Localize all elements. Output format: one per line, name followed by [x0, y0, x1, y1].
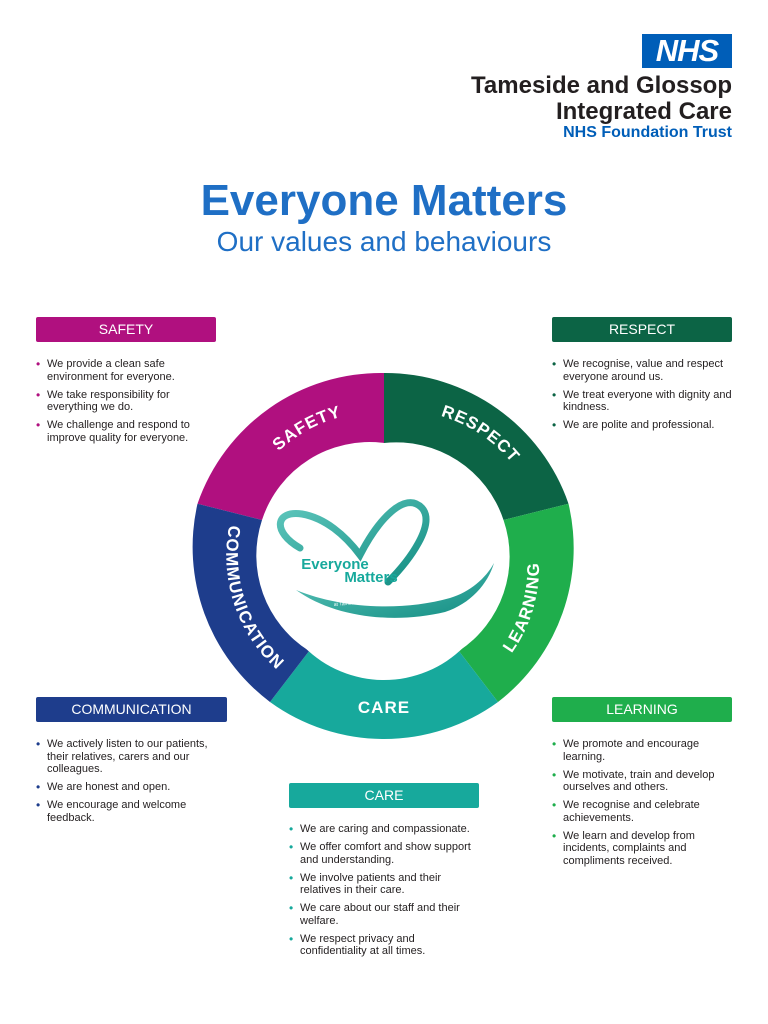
- communication-header: COMMUNICATION: [36, 697, 227, 722]
- page-title: Everyone Matters: [200, 176, 568, 225]
- safety-header: SAFETY: [36, 317, 216, 342]
- list-item: We are honest and open.: [36, 781, 231, 794]
- wheel-segment-safety: [197, 372, 384, 520]
- wheel-segment-communication: [192, 503, 310, 702]
- organisation-name-line2: Integrated Care: [555, 98, 732, 125]
- ribbon-tail-icon: [296, 563, 494, 618]
- wheel-center: [271, 454, 497, 680]
- list-item: We offer comfort and show support and un…: [289, 841, 479, 866]
- everyone-matters-logo: Everyone Matters at Tameside Hospital: [276, 499, 494, 618]
- organisation-name-line1: Tameside and Glossop: [471, 72, 732, 99]
- list-item: We are caring and compassionate.: [289, 823, 479, 836]
- wheel-label-care: CARE: [358, 698, 410, 717]
- list-item: We learn and develop from incidents, com…: [552, 830, 732, 868]
- nhs-logo-text: NHS: [655, 33, 719, 68]
- organisation-trust-name: NHS Foundation Trust: [563, 124, 732, 141]
- respect-behaviours-list: We recognise, value and respect everyone…: [552, 358, 742, 437]
- wheel-segment-respect: [384, 372, 569, 520]
- learning-header: LEARNING: [552, 697, 732, 722]
- list-item: We encourage and welcome feedback.: [36, 799, 231, 824]
- nhs-logo: NHS: [642, 34, 732, 68]
- logo-text-everyone: Everyone: [301, 556, 369, 573]
- page-subtitle: Our values and behaviours: [216, 226, 552, 257]
- logo-text-matters: Matters: [344, 569, 397, 586]
- list-item: We challenge and respond to improve qual…: [36, 419, 216, 444]
- learning-behaviours-list: We promote and encourage learning. We mo…: [552, 738, 732, 873]
- care-behaviours-list: We are caring and compassionate. We offe…: [289, 823, 479, 963]
- wheel-segment-care: [270, 651, 498, 740]
- list-item: We involve patients and their relatives …: [289, 872, 479, 897]
- list-item: We take responsibility for everything we…: [36, 389, 216, 414]
- wheel-segment-learning: [458, 503, 574, 702]
- list-item: We recognise and celebrate achievements.: [552, 799, 732, 824]
- list-item: We promote and encourage learning.: [552, 738, 732, 763]
- list-item: We motivate, train and develop ourselves…: [552, 769, 732, 794]
- heart-ribbon-icon: [276, 499, 430, 586]
- logo-tagline: at Tameside Hospital: [334, 598, 381, 608]
- communication-behaviours-list: We actively listen to our patients, thei…: [36, 738, 231, 830]
- list-item: We are polite and professional.: [552, 419, 742, 432]
- list-item: We treat everyone with dignity and kindn…: [552, 389, 742, 414]
- list-item: We respect privacy and confidentiality a…: [289, 933, 479, 958]
- care-header: CARE: [289, 783, 479, 808]
- list-item: We care about our staff and their welfar…: [289, 902, 479, 927]
- safety-behaviours-list: We provide a clean safe environment for …: [36, 358, 216, 450]
- list-item: We recognise, value and respect everyone…: [552, 358, 742, 383]
- list-item: We provide a clean safe environment for …: [36, 358, 216, 383]
- respect-header: RESPECT: [552, 317, 732, 342]
- list-item: We actively listen to our patients, thei…: [36, 738, 231, 776]
